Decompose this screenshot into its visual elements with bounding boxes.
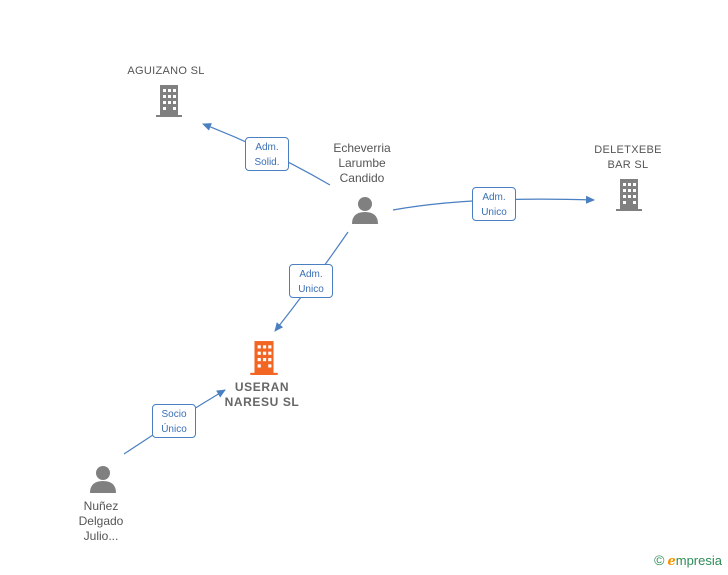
person-icon[interactable]: [350, 196, 380, 224]
node-label-deletxebe[interactable]: DELETXEBE BAR SL: [594, 144, 662, 171]
building-icon-highlighted[interactable]: [247, 340, 281, 376]
node-label-useran[interactable]: USERAN NARESU SL: [224, 380, 300, 409]
building-icon[interactable]: [153, 84, 185, 118]
empresia-logo: ©empresia: [654, 552, 722, 569]
person-icon[interactable]: [88, 465, 118, 493]
node-label-aguizano[interactable]: AGUIZANO SL: [127, 65, 205, 77]
node-label-nunez[interactable]: Nuñez Delgado Julio...: [78, 499, 124, 543]
copyright-icon: ©: [654, 552, 665, 568]
relation-label-socio-unico: Socio Único: [152, 404, 196, 438]
node-label-echeverria[interactable]: Echeverria Larumbe Candido: [333, 141, 391, 185]
building-icon[interactable]: [613, 178, 645, 212]
relation-label-adm-unico: Adm. Unico: [289, 264, 333, 298]
relation-label-adm-unico: Adm. Unico: [472, 187, 516, 221]
relation-label-adm-solid: Adm. Solid.: [245, 137, 289, 171]
